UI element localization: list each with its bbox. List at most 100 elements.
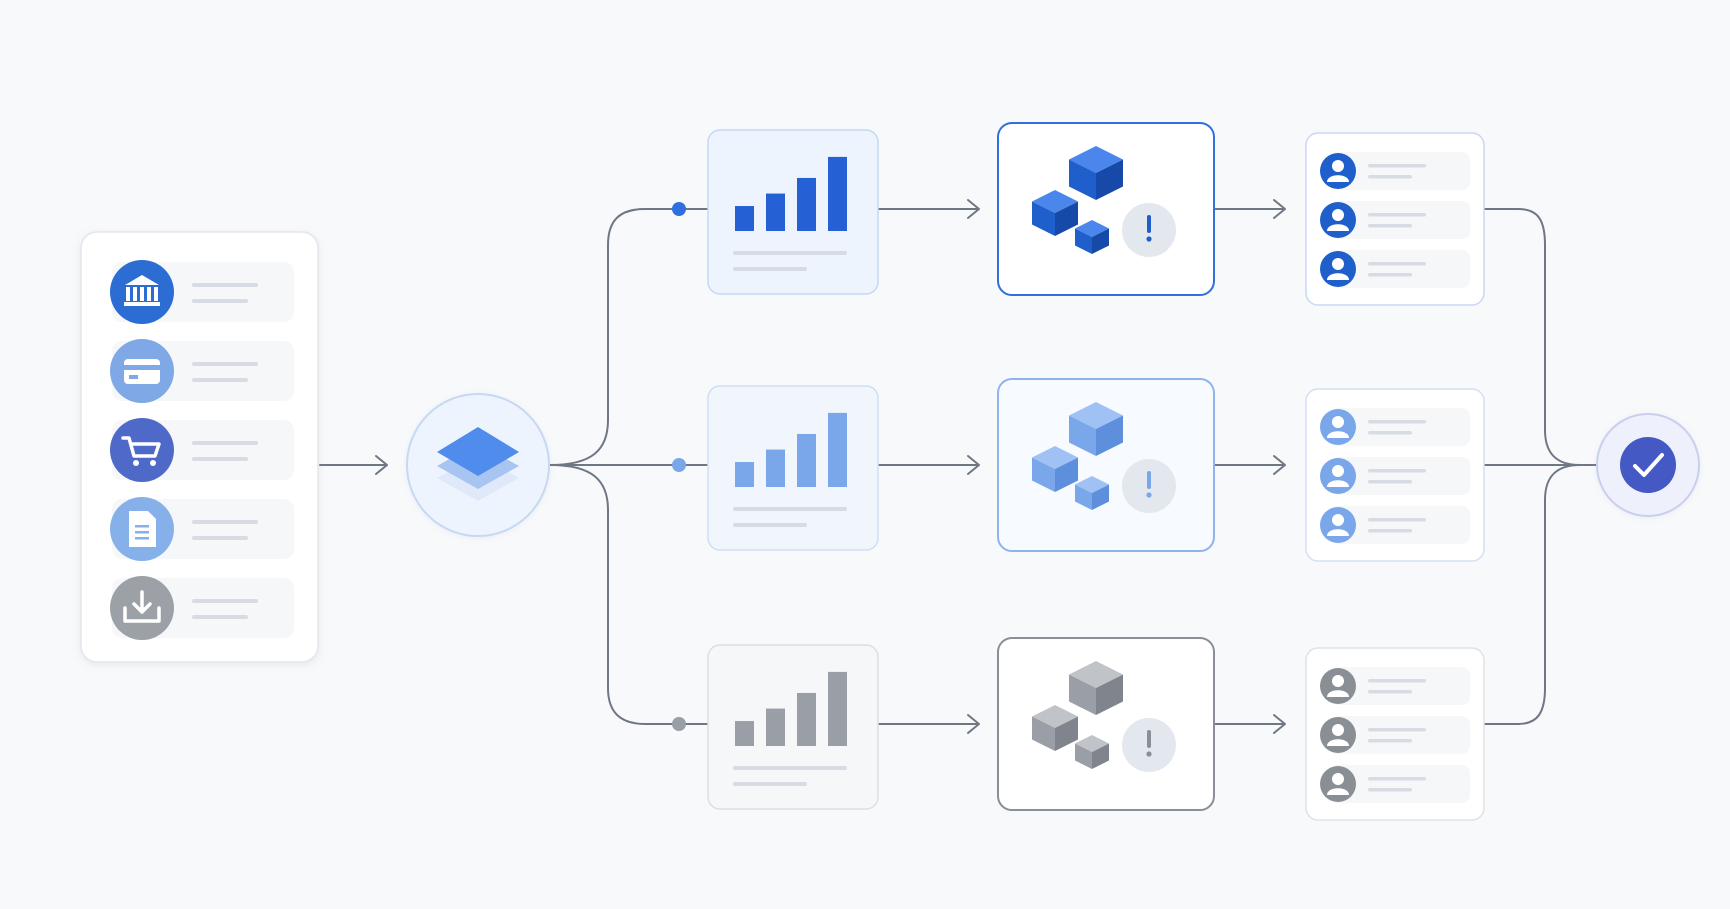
user-row xyxy=(1320,765,1470,803)
chart-bar xyxy=(766,708,785,746)
download-icon xyxy=(123,590,161,623)
user-row-bg xyxy=(1330,716,1470,754)
users-card xyxy=(1305,388,1485,562)
cube xyxy=(1069,146,1123,200)
user-icon xyxy=(1327,258,1349,280)
arrow-head xyxy=(1273,199,1286,219)
user-row xyxy=(1320,250,1470,288)
connector-users-final-1 xyxy=(1483,208,1597,466)
chart-cards xyxy=(707,129,879,810)
cube xyxy=(1075,735,1109,769)
cube xyxy=(1032,190,1078,236)
user-row xyxy=(1320,201,1470,239)
placeholder-line xyxy=(192,441,258,445)
user-row-bg xyxy=(1330,506,1470,544)
placeholder-line xyxy=(192,536,248,540)
users-card xyxy=(1305,647,1485,821)
alert-icon xyxy=(1146,215,1152,242)
branch-dot xyxy=(672,717,686,731)
placeholder-line xyxy=(733,766,847,770)
credit-card-icon xyxy=(124,359,160,384)
placeholder-line xyxy=(733,251,847,255)
connector-hub-branch-1 xyxy=(549,208,709,466)
placeholder-line xyxy=(192,520,258,524)
placeholder-line xyxy=(1368,480,1412,484)
arrow-head xyxy=(967,714,980,734)
placeholder-line xyxy=(1368,518,1426,522)
placeholder-line xyxy=(1368,164,1426,168)
placeholder-line xyxy=(1368,431,1412,435)
user-row-bg xyxy=(1330,152,1470,190)
user-icon xyxy=(1327,209,1349,231)
placeholder-line xyxy=(733,782,807,786)
user-icon xyxy=(1327,724,1349,746)
chart-card xyxy=(707,385,879,551)
cube xyxy=(1032,705,1078,751)
hub-node[interactable] xyxy=(406,393,550,537)
placeholder-line xyxy=(1368,529,1412,533)
chart-card xyxy=(707,129,879,295)
placeholder-line xyxy=(1368,728,1426,732)
user-row-bg xyxy=(1330,408,1470,446)
cube xyxy=(1032,446,1078,492)
chart-bar xyxy=(828,671,847,746)
source-item xyxy=(110,576,294,640)
cube xyxy=(1075,476,1109,510)
placeholder-line xyxy=(1368,679,1426,683)
user-row xyxy=(1320,667,1470,705)
placeholder-line xyxy=(1368,690,1412,694)
user-row xyxy=(1320,716,1470,754)
user-row-bg xyxy=(1330,457,1470,495)
placeholder-line xyxy=(192,615,248,619)
user-icon xyxy=(1327,160,1349,182)
placeholder-line xyxy=(1368,175,1412,179)
check-icon xyxy=(1633,453,1664,477)
placeholder-line xyxy=(733,507,847,511)
user-row-bg xyxy=(1330,250,1470,288)
placeholder-line xyxy=(1368,777,1426,781)
arrow-head xyxy=(1273,714,1286,734)
source-list xyxy=(110,260,294,640)
chart-bar xyxy=(766,193,785,231)
final-circle xyxy=(1620,437,1676,493)
placeholder-line xyxy=(192,599,258,603)
chart-bar xyxy=(828,412,847,487)
arrow-head xyxy=(375,455,388,475)
chart-bar xyxy=(735,721,754,746)
alert-icon xyxy=(1146,730,1152,757)
placeholder-line xyxy=(192,362,258,366)
cube xyxy=(1069,661,1123,715)
placeholder-line xyxy=(192,299,248,303)
placeholder-line xyxy=(1368,262,1426,266)
chart-bar xyxy=(797,177,816,231)
alert-icon xyxy=(1146,471,1152,498)
user-row-bg xyxy=(1330,765,1470,803)
module-card-bg xyxy=(997,378,1215,552)
chart-card xyxy=(707,644,879,810)
module-card-bg xyxy=(997,122,1215,296)
chart-bar xyxy=(766,449,785,487)
user-row-bg xyxy=(1330,667,1470,705)
bank-icon xyxy=(124,275,160,306)
placeholder-line xyxy=(1368,213,1426,217)
user-icon xyxy=(1327,416,1349,438)
placeholder-line xyxy=(733,523,807,527)
chart-bar xyxy=(735,462,754,487)
placeholder-line xyxy=(192,457,248,461)
user-row xyxy=(1320,408,1470,446)
cube xyxy=(1069,402,1123,456)
chart-bar xyxy=(797,692,816,746)
module-card xyxy=(997,122,1215,296)
user-cards xyxy=(1305,132,1485,821)
chart-bar xyxy=(735,206,754,231)
source-item xyxy=(110,497,294,561)
user-icon xyxy=(1327,675,1349,697)
users-card xyxy=(1305,132,1485,306)
final-node[interactable] xyxy=(1596,413,1700,517)
document-icon xyxy=(129,511,156,547)
arrow-head xyxy=(967,455,980,475)
placeholder-line xyxy=(1368,420,1426,424)
placeholder-line xyxy=(192,378,248,382)
placeholder-line xyxy=(1368,788,1412,792)
